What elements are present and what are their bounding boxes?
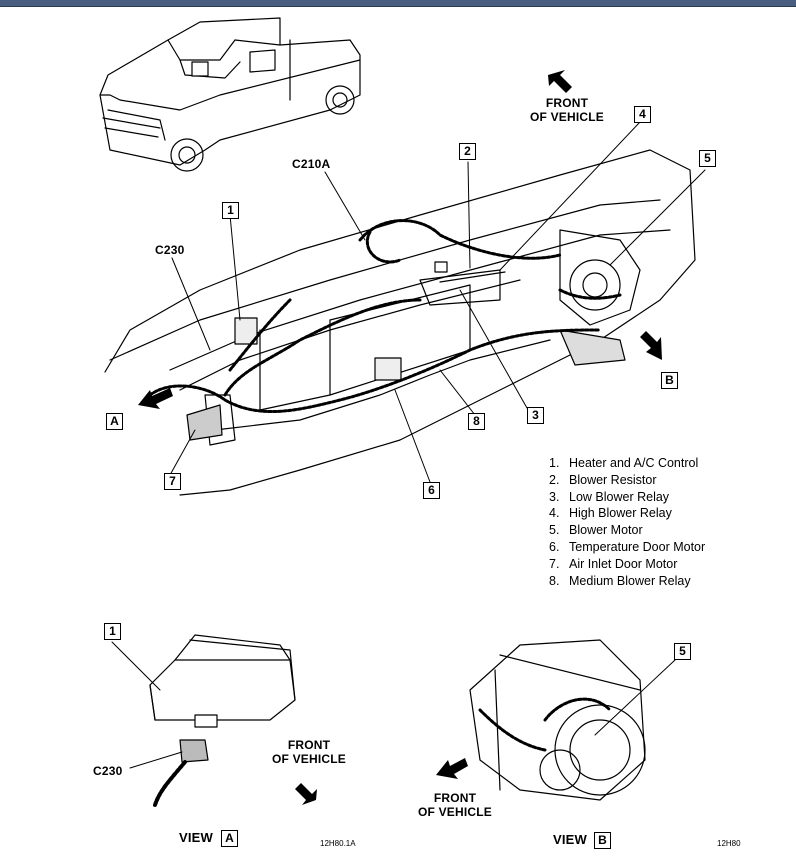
view-a-letter-box: A [221,830,238,847]
component-legend: 1. Heater and A/C Control 2. Blower Resisto… [549,455,705,589]
front-of-vehicle-view-a: FRONT OF VEHICLE [259,738,359,766]
legend-item: 6. Temperature Door Motor [549,539,705,556]
of-vehicle-label: OF VEHICLE [271,752,346,766]
callout-a: A [106,413,123,430]
legend-item-text: High Blower Relay [569,506,672,521]
legend-item-number: 6. [549,539,560,554]
wiring-harness [148,219,622,414]
legend-item-number: 4. [549,506,560,521]
front-label: FRONT [287,738,331,752]
legend-item-text: Blower Motor [569,523,643,538]
view-a-title: VIEW [179,831,213,845]
legend-item-text: Heater and A/C Control [569,456,699,470]
view-b-letter-box: B [594,832,611,849]
legend-item-number: 2. [549,472,560,487]
connector-label-c230: C230 [155,243,185,257]
callout-8: 8 [468,413,485,430]
legend-item: 4. High Blower Relay [549,505,705,522]
legend-item-text: Blower Resistor [569,472,657,487]
front-label: FRONT [545,96,589,110]
legend-item: 3. Low Blower Relay [549,489,705,506]
top-window-bar [0,0,796,7]
legend-item-number: 3. [549,489,560,504]
leader-lines [169,121,706,483]
of-vehicle-label: OF VEHICLE [417,805,492,819]
view-label: VIEW [553,832,588,847]
callout-5: 5 [699,150,716,167]
callout-1: 1 [222,202,239,219]
callout-7: 7 [164,473,181,490]
view-a-figure-code: 12H80.1A [320,839,356,848]
legend-item: 2. Blower Resistor [549,472,705,489]
legend-item: 5. Blower Motor [549,522,705,539]
callout-4: 4 [634,106,651,123]
connector-label-c210a: C210A [292,157,331,171]
legend-item-text: Temperature Door Motor [569,539,706,554]
view-b-drawing [469,639,676,801]
view-a-drawing [111,634,296,807]
dash-assembly [104,149,696,496]
callout-3: 3 [527,407,544,424]
legend-item-number: 8. [549,573,560,588]
legend-item: 7. Air Inlet Door Motor [549,556,705,573]
of-vehicle-label: OF VEHICLE [529,110,604,124]
legend-item-text: Air Inlet Door Motor [569,556,678,571]
direction-arrows [138,70,662,805]
legend-item-text: Medium Blower Relay [569,573,691,588]
legend-item-text: Low Blower Relay [569,489,670,504]
legend-item: 8. Medium Blower Relay [549,573,705,590]
legend-item-number: 1. [549,456,560,470]
front-label: FRONT [433,791,477,805]
callout-b: B [661,372,678,389]
legend-item-number: 7. [549,556,560,571]
legend-item-number: 5. [549,523,560,538]
truck-illustration [99,17,361,172]
view-label: VIEW [179,830,214,845]
callout-6: 6 [423,482,440,499]
front-of-vehicle-main: FRONT OF VEHICLE [522,96,612,124]
view-b-figure-code: 12H80 [717,839,741,848]
view-b-callout-5: 5 [674,643,691,660]
view-a-callout-1: 1 [104,623,121,640]
front-of-vehicle-view-b: FRONT OF VEHICLE [405,791,505,819]
legend-item: 1. Heater and A/C Control [549,455,705,472]
connector-label-c230-view-a: C230 [93,764,123,778]
callout-2: 2 [459,143,476,160]
view-b-title: VIEW [553,833,587,847]
